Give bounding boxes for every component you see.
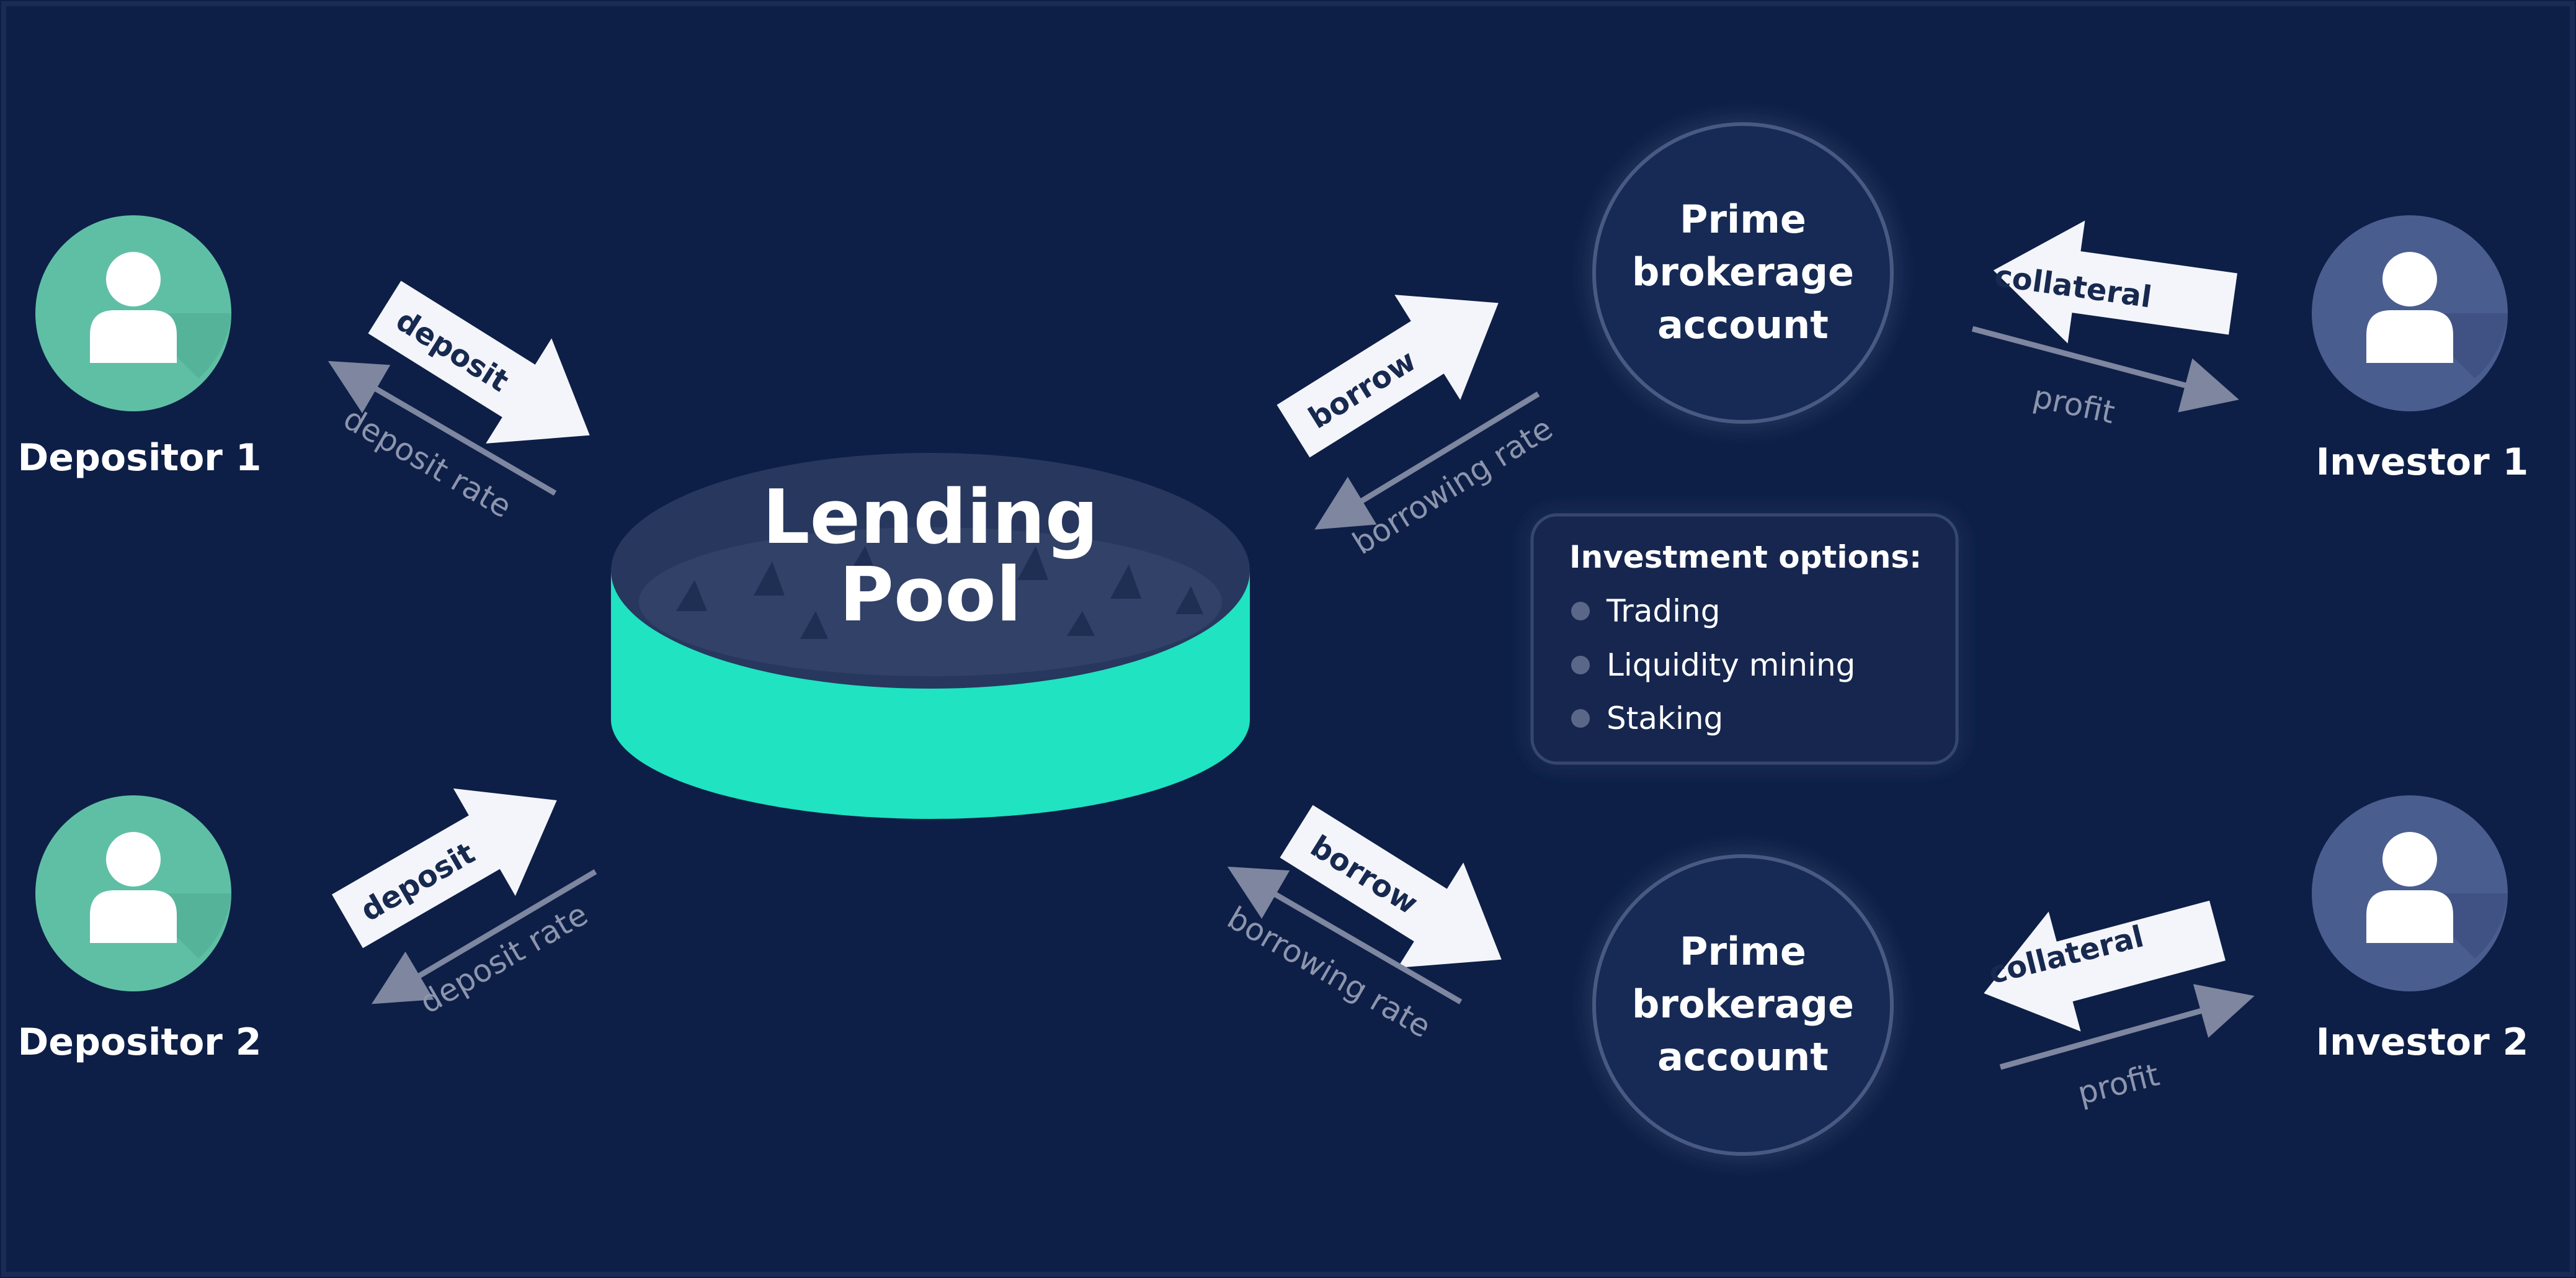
person-icon — [90, 252, 177, 363]
investment-options-box: Investment options: Trading Liquidity mi… — [1530, 513, 1959, 765]
investor-2: Investor 2 — [2312, 795, 2528, 1064]
account-2-circle — [1592, 854, 1894, 1156]
borrowing-rate-arrow-1 — [1314, 391, 1540, 530]
depositor-1-label: Depositor 1 — [17, 436, 261, 480]
lending-pool: Lending Pool — [611, 453, 1250, 819]
investor-2-label: Investor 2 — [2316, 1021, 2529, 1064]
account-1-circle — [1592, 122, 1894, 424]
bullet-icon — [1571, 656, 1590, 674]
depositor-1: Depositor 1 — [17, 215, 262, 480]
profit-arrow-1 — [1971, 326, 2239, 413]
pool-token-marks — [676, 546, 1203, 639]
bullet-icon — [1571, 602, 1590, 620]
pool-title-line1: Lending — [762, 475, 1099, 561]
depositor-2-label: Depositor 2 — [17, 1021, 261, 1064]
investment-option-staking: Staking — [1607, 700, 1723, 736]
account-1-line3: account — [1657, 302, 1829, 347]
borrowing-rate-arrow-2 — [1227, 866, 1463, 1004]
investment-options-title: Investment options: — [1569, 539, 1922, 575]
pool-title-line2: Pool — [839, 552, 1022, 638]
investment-option-trading: Trading — [1606, 593, 1720, 629]
person-icon — [2366, 832, 2453, 943]
account-2-line2: brokerage — [1632, 981, 1854, 1027]
profit-arrow-2 — [1999, 984, 2255, 1070]
collateral-arrow-1 — [1993, 220, 2237, 344]
account-2-line3: account — [1657, 1034, 1829, 1079]
person-icon — [90, 832, 177, 943]
investment-option-liquidity-mining: Liquidity mining — [1607, 647, 1855, 683]
prime-brokerage-account-1: Prime brokerage account — [1592, 122, 1894, 424]
collateral-arrow-2 — [1984, 900, 2226, 1032]
investor-1: Investor 1 — [2312, 215, 2528, 484]
person-icon — [2366, 252, 2453, 363]
bullet-icon — [1571, 709, 1590, 728]
account-1-line1: Prime — [1680, 197, 1806, 242]
prime-brokerage-account-2: Prime brokerage account — [1592, 854, 1894, 1156]
deposit-rate-arrow-2 — [372, 869, 597, 1004]
account-1-line2: brokerage — [1632, 249, 1854, 295]
investor-1-label: Investor 1 — [2316, 440, 2529, 484]
account-2-line1: Prime — [1680, 929, 1806, 974]
depositor-2: Depositor 2 — [17, 795, 262, 1064]
deposit-rate-arrow-1 — [328, 360, 557, 496]
